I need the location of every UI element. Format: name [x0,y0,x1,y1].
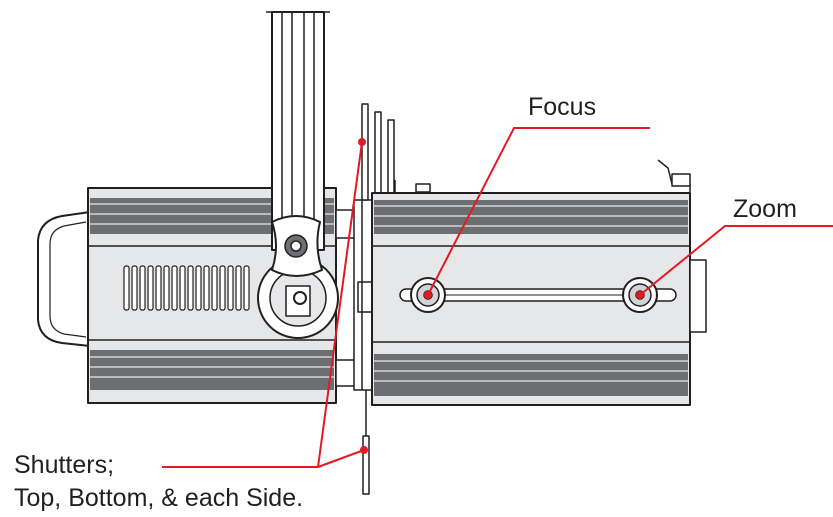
shutters-leader-line [162,141,365,468]
yoke-clamp [257,257,339,339]
shutters-description: Top, Bottom, & each Side. [14,484,304,512]
rear-handle [37,211,91,347]
leader-lines [162,127,833,468]
vent-slots [123,265,250,311]
focus-leader-line [427,127,650,296]
focus-label: Focus [528,93,597,121]
yoke-knob [271,215,323,277]
zoom-leader-line [639,225,833,296]
zoom-label: Zoom [733,195,797,223]
yoke-arm [266,11,330,251]
lens-slider-track [399,288,677,302]
shutters-label: Shutters; [14,451,115,479]
